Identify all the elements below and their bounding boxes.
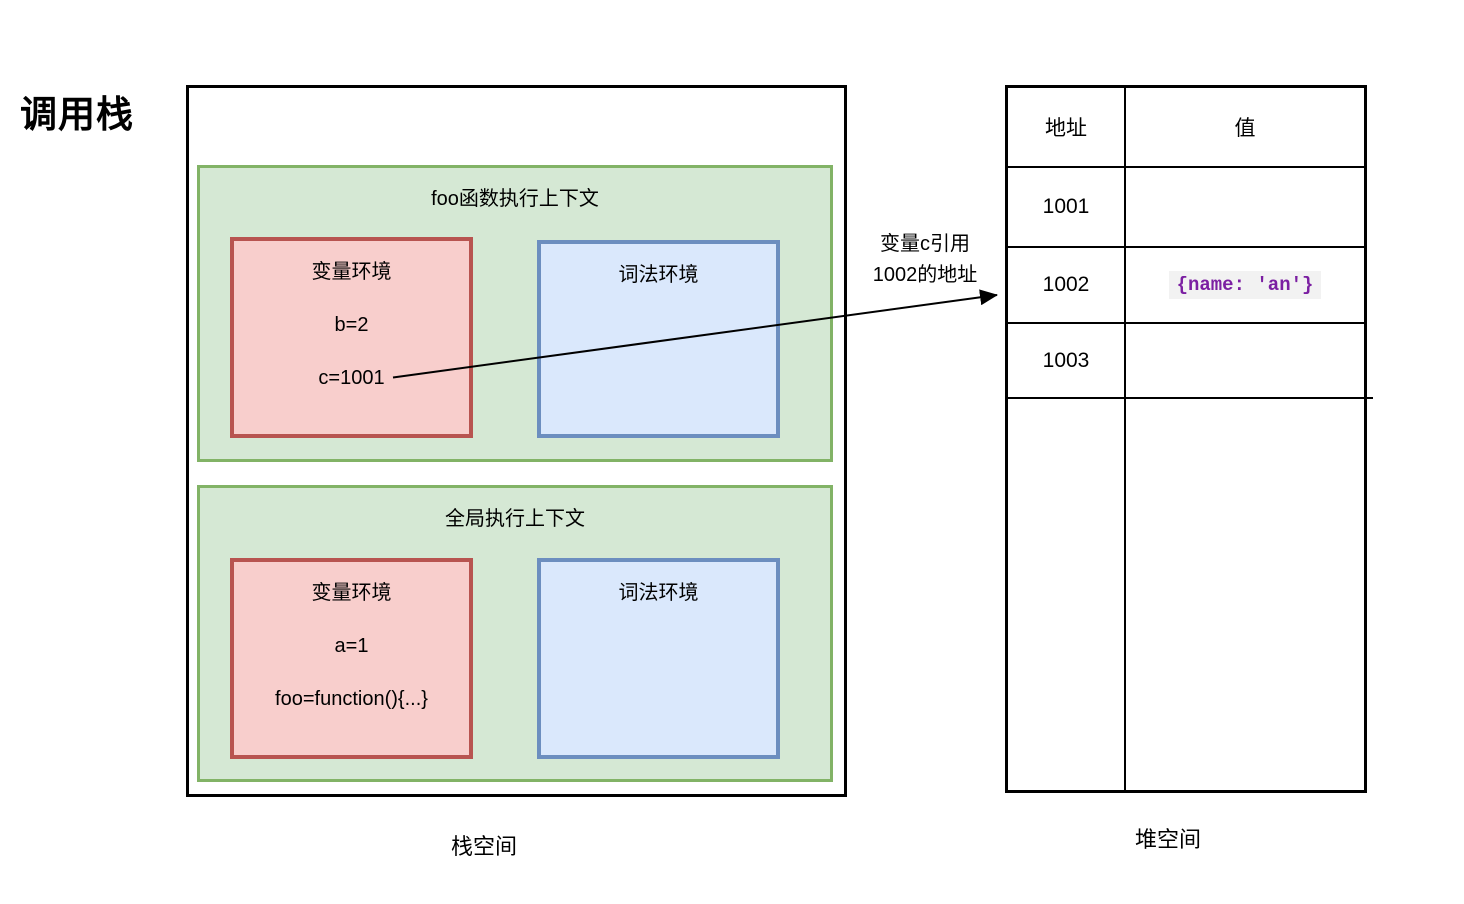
- arrow-annotation-line2: 1002的地址: [872, 264, 978, 286]
- table-line-overhang: [1366, 397, 1373, 399]
- heap-value-cell: [1126, 324, 1364, 399]
- variable-environment-box: 变量环境 a=1 foo=function(){...}: [230, 558, 473, 759]
- heap-col-header-address: 地址: [1008, 88, 1126, 168]
- lexical-environment-title: 词法环境: [618, 264, 699, 286]
- arrow-annotation-line1: 变量c引用: [880, 233, 970, 255]
- arrow-annotation: 变量c引用 1002的地址: [825, 229, 1025, 291]
- heap-table: 地址 值 1001 1002 {name: 'an'} 1003: [1005, 85, 1367, 793]
- heap-space-label: 堆空间: [1134, 827, 1201, 852]
- heap-address-cell: 1001: [1008, 168, 1126, 248]
- variable-environment-title: 变量环境: [311, 582, 392, 604]
- lexical-environment-title: 词法环境: [618, 582, 699, 604]
- variable-entry: a=1: [334, 635, 369, 657]
- stack-space-box: foo函数执行上下文 变量环境 b=2 c=1001 词法环境 全局执行上下文 …: [186, 85, 847, 797]
- variable-entry: c=1001: [318, 367, 385, 389]
- variable-entry: foo=function(){...}: [275, 688, 428, 710]
- page-title: 调用栈: [20, 94, 134, 135]
- context-title: 全局执行上下文: [445, 508, 585, 530]
- lexical-environment-box: 词法环境: [537, 240, 780, 438]
- variable-environment-title: 变量环境: [311, 261, 392, 283]
- heap-value-cell: {name: 'an'}: [1126, 248, 1364, 324]
- heap-value-cell: [1126, 168, 1364, 248]
- global-context-box: 全局执行上下文 变量环境 a=1 foo=function(){...} 词法环…: [197, 485, 833, 782]
- stack-space-label: 栈空间: [450, 834, 517, 859]
- heap-col-header-value: 值: [1126, 88, 1364, 168]
- heap-object-value: {name: 'an'}: [1168, 271, 1322, 299]
- foo-context-box: foo函数执行上下文 变量环境 b=2 c=1001 词法环境: [197, 165, 833, 462]
- heap-empty-address-cell: [1008, 399, 1126, 790]
- lexical-environment-box: 词法环境: [537, 558, 780, 759]
- heap-address-cell: 1002: [1008, 248, 1126, 324]
- variable-entry: b=2: [334, 314, 369, 336]
- heap-address-cell: 1003: [1008, 324, 1126, 399]
- context-title: foo函数执行上下文: [431, 188, 599, 210]
- variable-environment-box: 变量环境 b=2 c=1001: [230, 237, 473, 438]
- heap-empty-value-cell: [1126, 399, 1364, 790]
